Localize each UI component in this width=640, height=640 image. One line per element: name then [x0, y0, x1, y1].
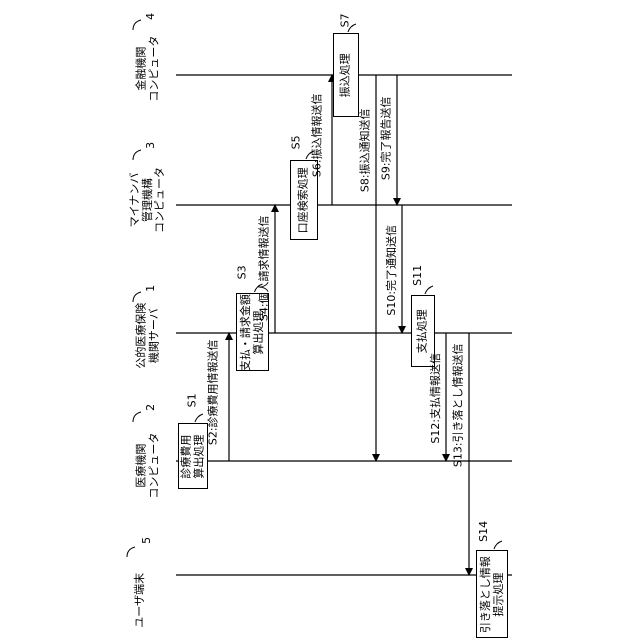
step-leader-s11 [425, 286, 433, 294]
entity-bank: 金融機関コンピュータ [135, 35, 160, 101]
ref-leader-insurer [133, 292, 141, 302]
step-id-s3: S3 [237, 265, 250, 279]
step-id-s7: S7 [340, 13, 353, 27]
message-label-s4: S4:個人請求情報送信 [259, 215, 272, 321]
entity-insurer: 公的医療保険機関サーバ [135, 302, 160, 368]
ref-leader-bank [133, 20, 141, 30]
step-id-s1: S1 [187, 393, 200, 407]
message-label-s9: S9:完了報告送信 [381, 96, 394, 180]
entity-mynumber: マイナンバ管理機構コンピュータ [129, 167, 167, 233]
entity-ref-mynumber: 3 [145, 141, 158, 148]
entity-ref-medical: 2 [145, 403, 158, 410]
step-id-s11: S11 [412, 264, 425, 285]
entity-user: ユーザ端末 [134, 572, 147, 627]
ref-leader-mynumber [133, 150, 141, 160]
step-leader-s1 [195, 414, 203, 422]
message-label-s8: S8:振込通知送信 [360, 108, 373, 192]
step-leader-s14 [494, 541, 502, 549]
message-label-s13: S13:引き落とし情報送信 [453, 343, 466, 467]
process-label-s1: 診療費用算出処理 [180, 434, 205, 478]
process-label-s7: 振込処理 [340, 53, 353, 97]
process-label-s14: 引き落とし情報提示処理 [479, 556, 504, 633]
step-id-s14: S14 [478, 520, 491, 541]
entity-ref-user: 5 [141, 536, 154, 543]
entity-ref-bank: 4 [145, 12, 158, 19]
step-id-s5: S5 [291, 135, 304, 149]
entity-medical: 医療機関コンピュータ [135, 432, 160, 498]
message-label-s6: S6:振込情報送信 [312, 93, 325, 177]
ref-leader-user [127, 547, 135, 557]
process-label-s5: 口座検索処理 [298, 167, 311, 233]
message-label-s12: S12:支払情報送信 [430, 352, 443, 443]
ref-leader-medical [133, 412, 141, 422]
message-label-s2: S2:診療費用情報送信 [208, 339, 221, 445]
entity-ref-insurer: 1 [145, 284, 158, 291]
process-label-s11: 支払処理 [417, 309, 430, 353]
message-label-s10: S10:完了通知送信 [386, 224, 399, 315]
